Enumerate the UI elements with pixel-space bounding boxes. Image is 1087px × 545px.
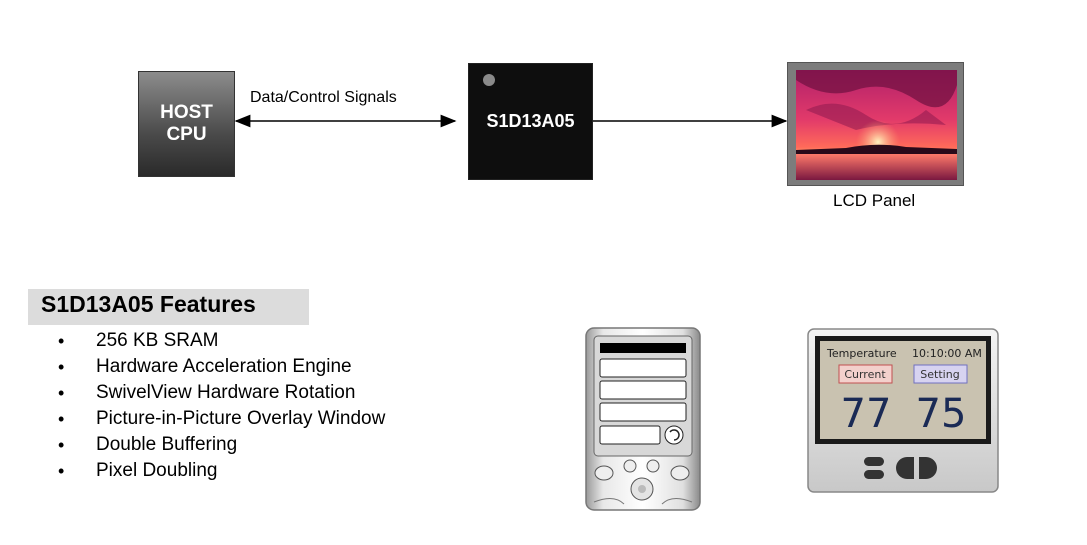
up-button-icon: [864, 457, 884, 466]
signal-label: Data/Control Signals: [250, 89, 397, 106]
down-button-icon: [864, 470, 884, 479]
thermostat-device-illustration: Temperature 10:10:00 AM Current Setting …: [807, 328, 999, 493]
chip-pin1-dot: [483, 74, 495, 86]
setting-temp-value: 75: [916, 391, 967, 437]
chip-label: S1D13A05: [486, 111, 575, 131]
time-readout: 10:10:00 AM: [912, 347, 982, 360]
host-cpu-label: HOST CPU: [160, 102, 213, 145]
features-title: S1D13A05 Features: [28, 289, 309, 325]
lcd-label: LCD Panel: [833, 191, 916, 210]
feature-item: Hardware Acceleration Engine: [52, 355, 385, 381]
temperature-label: Temperature: [826, 347, 897, 360]
feature-item: SwivelView Hardware Rotation: [52, 381, 385, 407]
features-list: 256 KB SRAM Hardware Acceleration Engine…: [52, 329, 385, 485]
feature-item: Pixel Doubling: [52, 459, 385, 485]
current-temp-value: 77: [841, 391, 892, 437]
feature-item: Double Buffering: [52, 433, 385, 459]
host-cpu-block: HOST CPU: [138, 71, 235, 177]
pda-device-illustration: [585, 327, 701, 511]
chip-block: S1D13A05: [468, 63, 593, 180]
feature-item: Picture-in-Picture Overlay Window: [52, 407, 385, 433]
feature-item: 256 KB SRAM: [52, 329, 385, 355]
left-half-button-icon: [896, 457, 914, 479]
right-half-button-icon: [919, 457, 937, 479]
sunset-image: [796, 70, 957, 180]
current-label: Current: [844, 368, 886, 381]
setting-label: Setting: [920, 368, 959, 381]
lcd-panel: [787, 62, 964, 186]
